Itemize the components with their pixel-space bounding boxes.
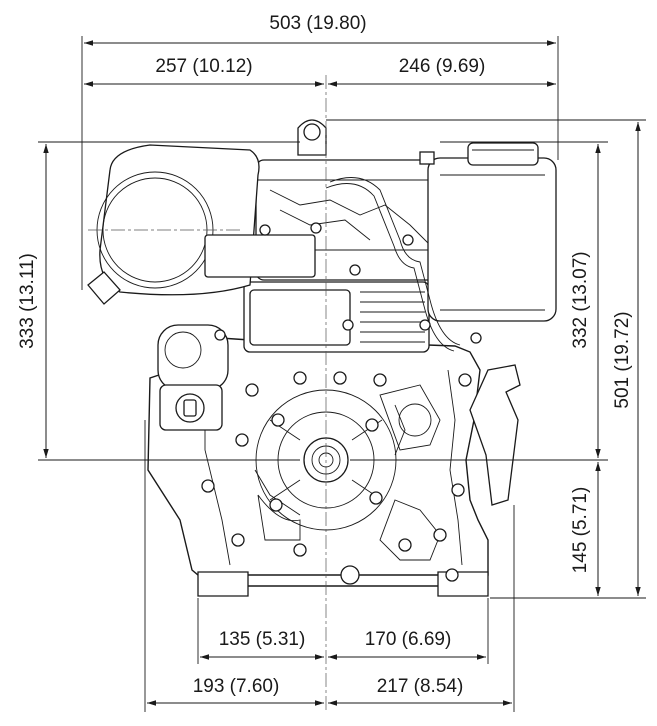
lifting-eye xyxy=(297,119,327,156)
dim-left-upper-height: 333 (13.11) xyxy=(17,253,38,349)
air-cleaner xyxy=(87,144,316,305)
fuel-tank xyxy=(419,142,557,322)
bolts xyxy=(201,222,482,585)
dim-overall-width: 503 (19.80) xyxy=(269,13,366,34)
base-foot-left xyxy=(197,571,249,597)
dim-bottom-right: 217 (8.54) xyxy=(377,676,464,697)
fan-cover xyxy=(254,384,441,561)
dim-left-to-center: 257 (10.12) xyxy=(155,56,252,77)
cooling-fins xyxy=(360,291,425,343)
dimension-lines xyxy=(43,40,641,706)
extension-lines xyxy=(38,36,646,712)
starter-motor xyxy=(157,324,229,431)
fuel-cap xyxy=(467,142,539,166)
dim-overall-height: 501 (19.72) xyxy=(612,311,633,408)
dim-lower-height: 145 (5.71) xyxy=(570,487,591,574)
dim-base-left: 135 (5.31) xyxy=(219,629,306,650)
engine-outline xyxy=(87,75,557,712)
dim-bottom-left: 193 (7.60) xyxy=(193,676,280,697)
dim-right-upper-height: 332 (13.07) xyxy=(570,251,591,348)
dim-base-right: 170 (6.69) xyxy=(365,629,452,650)
dimension-labels: 503 (19.80) 257 (10.12) 246 (9.69) 333 (… xyxy=(17,6,633,697)
dim-center-to-right: 246 (9.69) xyxy=(399,56,486,77)
